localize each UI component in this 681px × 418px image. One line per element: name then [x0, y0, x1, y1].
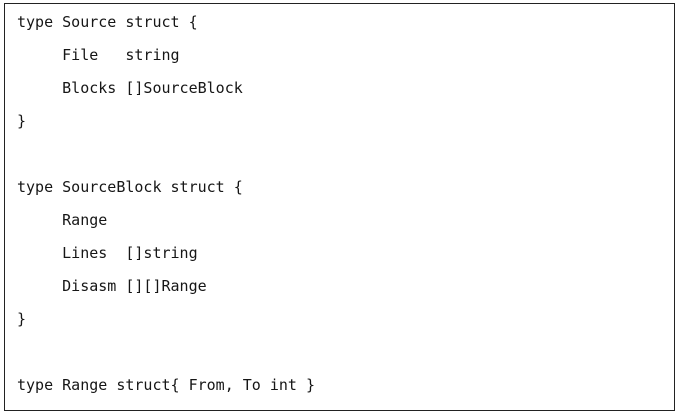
code-snippet-frame: type Source struct { File string Blocks … — [4, 3, 675, 411]
go-struct-definitions-code: type Source struct { File string Blocks … — [17, 13, 316, 394]
